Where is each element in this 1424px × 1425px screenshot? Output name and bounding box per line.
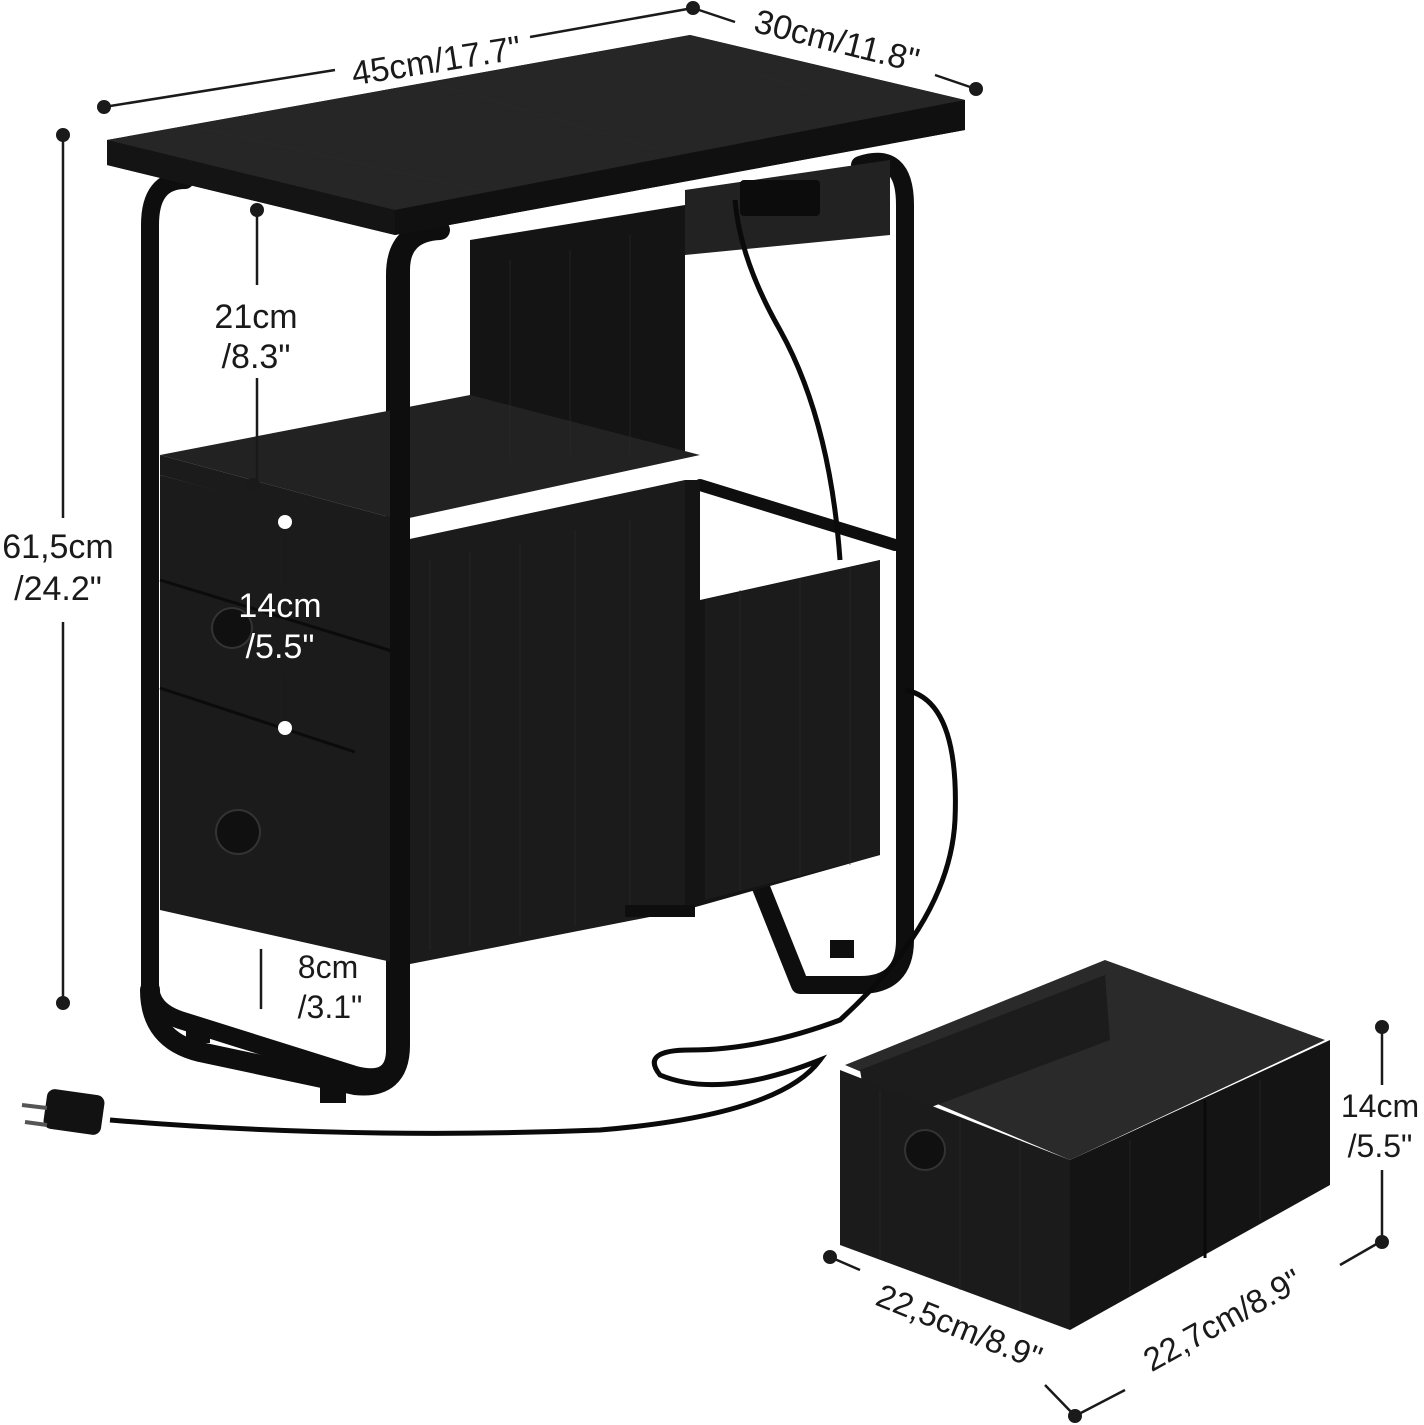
drawer-interior (845, 960, 1325, 1160)
drawer-label-in: /5.5" (246, 628, 315, 666)
table-top-side-edge (395, 100, 965, 235)
loose-drawer-height-cm: 14cm (1341, 1088, 1419, 1124)
clearance-label-cm: 8cm (298, 949, 358, 985)
power-outlet (740, 180, 820, 216)
middle-shelf-front (160, 455, 400, 540)
clearance-label-in: /3.1" (298, 989, 363, 1025)
wood-grain (429, 235, 851, 950)
height-label-in: /24.2" (14, 570, 102, 608)
end-table (21, 35, 965, 1136)
loose-drawer-depth: 22,7cm/8.9" (1137, 1261, 1308, 1378)
drawer-front (840, 1070, 1070, 1330)
power-cord (109, 199, 958, 1136)
drawer-1-knob[interactable] (211, 607, 253, 649)
drawer-column (160, 475, 405, 965)
drawer-side (1070, 1040, 1330, 1330)
cross-bar (694, 479, 901, 551)
height-label-cm: 61,5cm (2, 528, 114, 566)
loose-drawer (840, 960, 1330, 1330)
shelf-label-cm: 21cm (214, 298, 297, 336)
foot (625, 905, 695, 917)
middle-shelf (160, 395, 700, 520)
plug-icon (21, 1089, 105, 1135)
upper-back-panel (470, 205, 685, 470)
loose-drawer-height-in: /5.5" (1348, 1128, 1413, 1164)
drawer-label-cm: 14cm (238, 587, 321, 625)
table-top-surface (107, 35, 965, 210)
foot (186, 1025, 210, 1043)
foot (830, 940, 854, 958)
foot (320, 1085, 346, 1103)
shelf-label-in: /8.3" (222, 338, 291, 376)
right-door-panel (705, 560, 880, 900)
cabinet-side-panel (405, 480, 685, 965)
drawer-inner-back (860, 975, 1110, 1130)
drawer-2-knob[interactable] (215, 809, 261, 855)
table-top-front-edge (107, 140, 395, 235)
loose-drawer-knob[interactable] (904, 1129, 946, 1171)
front-frame (140, 220, 450, 1096)
